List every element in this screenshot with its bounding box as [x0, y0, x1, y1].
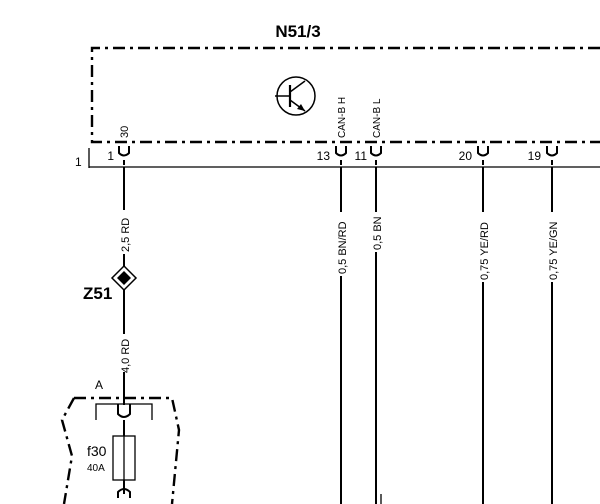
pin-20: 20 — [459, 146, 489, 165]
pin-signal-label: CAN-B L — [372, 98, 383, 138]
pin-number: 20 — [459, 149, 473, 163]
wire-spec: 0,75 YE/RD — [479, 222, 491, 280]
connector-rail — [88, 148, 600, 168]
wire-spec: 2,5 RD — [120, 218, 132, 252]
wire-pin-11: 0,5 BN — [372, 167, 384, 504]
wire-pin-13: 0,5 BN/RD — [337, 167, 349, 504]
fuse-box: A f30 40A — [60, 378, 181, 504]
module-title: N51/3 — [275, 22, 320, 41]
pin-number: 11 — [355, 149, 368, 163]
pin-11: 11 CAN-B L — [355, 98, 383, 165]
wire-pin-20: 0,75 YE/RD — [479, 167, 491, 504]
pin-number: 13 — [317, 149, 331, 163]
pin-number: 1 — [107, 149, 114, 163]
splice-diamond-icon — [110, 264, 138, 292]
wire-pin-1: 2,5 RD — [120, 167, 132, 266]
pin-1: 1 30 — [107, 126, 131, 165]
wire-spec: 0,5 BN — [372, 216, 384, 250]
fuse-label: f30 — [87, 443, 107, 459]
pin-number: 19 — [528, 149, 542, 163]
wire-fuse-feed: 4,0 RD — [120, 290, 132, 405]
splice-label: Z51 — [83, 284, 112, 303]
row-label: 1 — [75, 155, 82, 169]
wire-spec: 0,5 BN/RD — [337, 221, 349, 274]
wire-pin-19: 0,75 YE/GN — [548, 167, 560, 504]
wire-spec: 0,75 YE/GN — [548, 221, 560, 280]
pin-signal-label: CAN-B H — [337, 97, 348, 138]
wire-spec: 4,0 RD — [120, 339, 132, 373]
transistor-icon — [275, 76, 316, 116]
pin-13: 13 CAN-B H — [317, 97, 348, 165]
fuse-rating: 40A — [87, 463, 105, 474]
fuse-connector-label: A — [95, 378, 103, 392]
module-boundary — [90, 46, 600, 144]
pin-signal-label: 30 — [119, 126, 131, 138]
pin-19: 19 — [528, 146, 558, 165]
